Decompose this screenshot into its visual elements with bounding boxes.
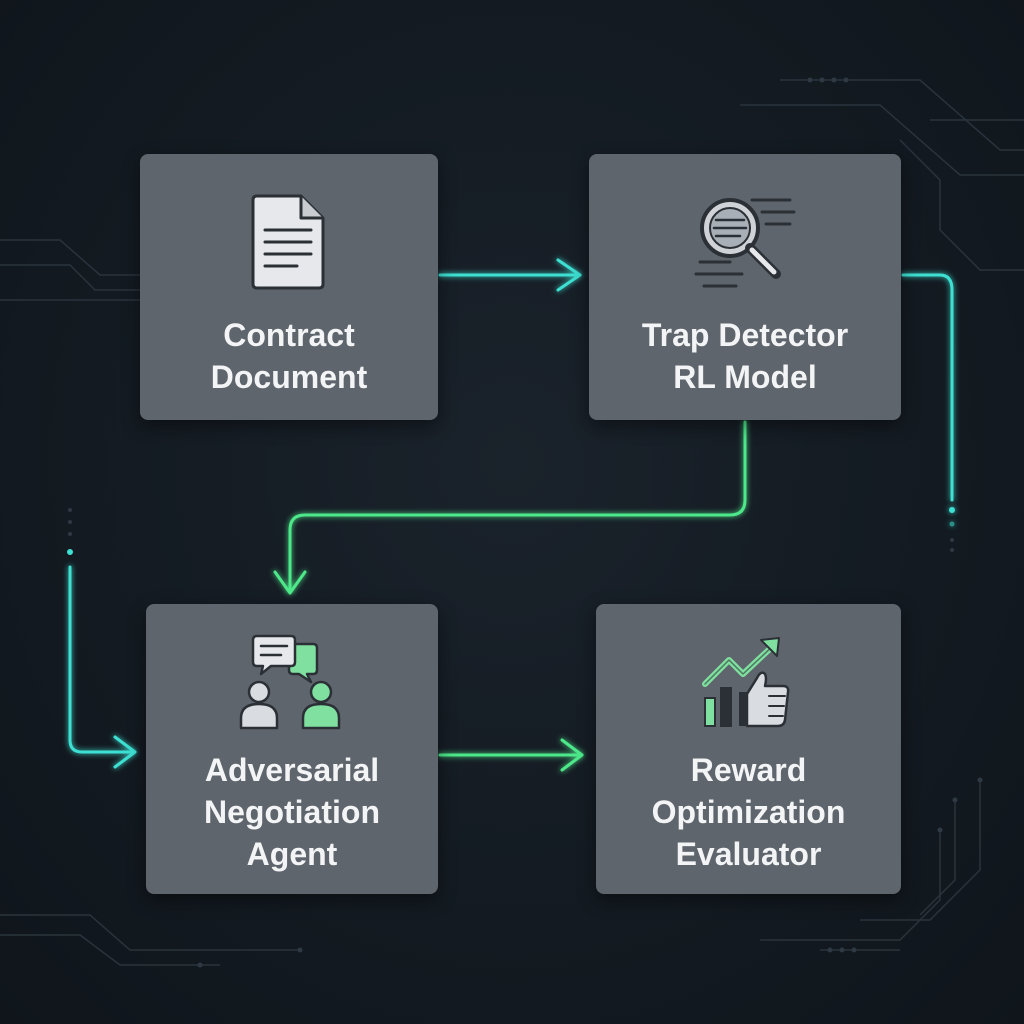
negotiation-icon: [239, 634, 341, 730]
magnifier-icon: [694, 198, 796, 288]
node-contract-document: Contract Document: [140, 154, 438, 420]
contract-label-line-2: Document: [210, 359, 368, 395]
contract-label-line-1: Contract: [223, 317, 355, 353]
document-icon: [251, 194, 325, 290]
node-trap-detector: Trap Detector RL Model: [589, 154, 901, 420]
reward-label-line-3: Evaluator: [675, 836, 822, 872]
adversarial-label-line-2: Negotiation: [204, 794, 380, 830]
node-reward-evaluator: Reward Optimization Evaluator: [596, 604, 901, 894]
arrow-left-to-adversarial: [68, 565, 137, 769]
connector-end-dot: [949, 507, 955, 513]
reward-label-line-1: Reward: [690, 752, 807, 788]
arrow-contract-to-trap: [438, 258, 582, 292]
arrow-adversarial-to-reward: [438, 738, 584, 772]
adversarial-label-line-3: Agent: [246, 836, 338, 872]
trap-label-line-2: RL Model: [673, 359, 817, 395]
connector-trap-right: [901, 273, 954, 502]
reward-label-line-2: Optimization: [651, 794, 846, 830]
trap-label-line-1: Trap Detector: [641, 317, 849, 353]
arrow-trap-to-adversarial: [273, 420, 747, 595]
node-adversarial-agent: Adversarial Negotiation Agent: [146, 604, 438, 894]
growth-thumbs-up-icon: [701, 637, 789, 728]
adversarial-label-line-1: Adversarial: [204, 752, 380, 788]
